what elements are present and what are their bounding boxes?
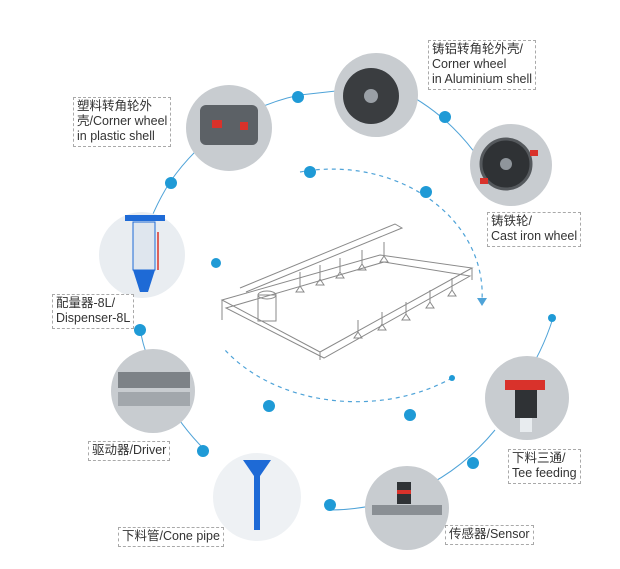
label-plastic-corner-wheel: 塑料转角轮外 壳/Corner wheel in plastic shell	[73, 97, 172, 147]
label-aluminium-corner-wheel: 铸铝转角轮外壳/ Corner wheel in Aluminium shell	[428, 40, 537, 90]
label-line: in plastic shell	[77, 129, 155, 143]
driver-photo	[111, 349, 195, 433]
label-sensor: 传感器/Sensor	[445, 525, 534, 545]
plastic-corner-wheel-photo	[186, 85, 272, 171]
sensor-photo	[365, 466, 449, 550]
label-line: Dispenser-8L	[56, 311, 131, 325]
label-line: 铸铁轮/	[491, 214, 532, 228]
aluminium-corner-wheel-photo	[334, 53, 418, 137]
label-line: 传感器/Sensor	[449, 527, 530, 541]
label-line: 驱动器/Driver	[92, 443, 167, 457]
tee-feeding-photo	[485, 356, 569, 440]
feeding-line-sketch-icon	[220, 223, 474, 360]
label-line: Tee feeding	[512, 466, 577, 480]
label-line: Cast iron wheel	[491, 229, 578, 243]
label-dispenser: 配量器-8L/ Dispenser-8L	[52, 294, 135, 329]
label-line: 壳/Corner wheel	[77, 114, 168, 128]
label-line: in Aluminium shell	[432, 72, 533, 86]
cone-pipe-photo	[213, 453, 301, 541]
cast-iron-wheel-photo	[470, 124, 552, 206]
label-line: 下料三通/	[512, 451, 566, 465]
label-line: 下料管/Cone pipe	[122, 529, 220, 543]
label-cone-pipe: 下料管/Cone pipe	[118, 527, 224, 547]
label-line: 配量器-8L/	[56, 296, 116, 310]
label-tee-feeding: 下料三通/ Tee feeding	[508, 449, 581, 484]
dispenser-photo	[99, 212, 185, 298]
label-cast-iron-wheel: 铸铁轮/ Cast iron wheel	[487, 212, 582, 247]
label-line: Corner wheel	[432, 57, 507, 71]
label-line: 塑料转角轮外	[77, 99, 153, 113]
inner-dashed-ring	[224, 168, 487, 403]
label-driver: 驱动器/Driver	[88, 441, 171, 461]
label-line: 铸铝转角轮外壳/	[432, 42, 523, 56]
